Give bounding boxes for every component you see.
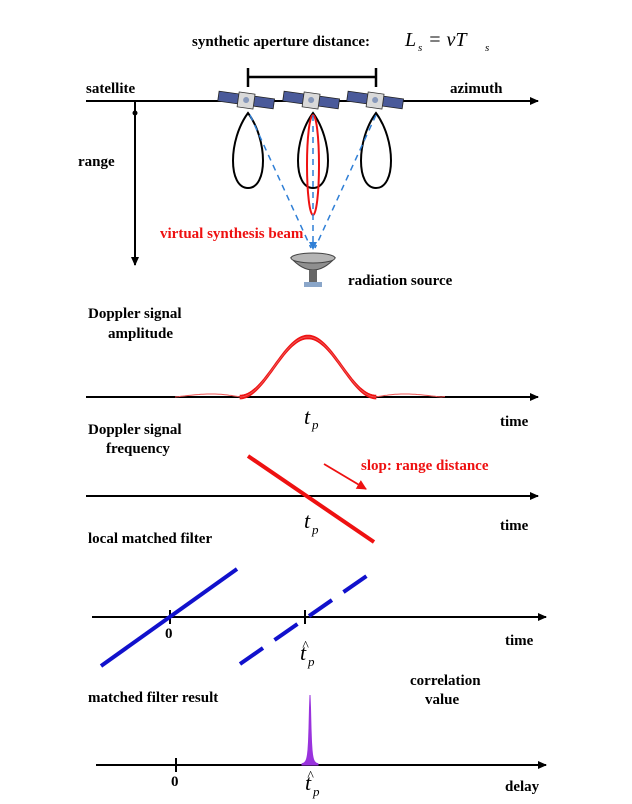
amplitude-sidelobes xyxy=(174,336,446,398)
frequency-label-line2: frequency xyxy=(106,441,170,457)
azimuth-label: azimuth xyxy=(450,81,503,97)
satellite-icon xyxy=(346,90,405,110)
svg-text:t: t xyxy=(305,770,312,795)
tp-hat-label-4: ^ t p xyxy=(305,769,320,799)
time-label-3: time xyxy=(505,633,534,649)
svg-text:s: s xyxy=(485,42,489,54)
svg-text:p: p xyxy=(312,784,320,799)
slope-label: slop: range distance xyxy=(361,458,489,474)
matched-filter-label: local matched filter xyxy=(88,531,212,547)
svg-text:^: ^ xyxy=(302,639,309,654)
source-label: radiation source xyxy=(348,273,453,289)
zero-label-3: 0 xyxy=(165,626,173,642)
range-axis-origin xyxy=(132,110,138,116)
range-label: range xyxy=(78,154,115,170)
svg-text:L: L xyxy=(404,29,416,51)
svg-text:p: p xyxy=(311,417,319,432)
radar-dish-icon xyxy=(289,252,337,287)
result-label: matched filter result xyxy=(88,690,218,706)
svg-text:s: s xyxy=(418,42,422,54)
svg-text:t: t xyxy=(300,640,307,665)
time-label-1: time xyxy=(500,414,529,430)
aperture-bracket xyxy=(246,68,378,87)
satellite-icon xyxy=(282,90,341,110)
filter-line-dashed xyxy=(238,573,370,666)
antenna-beam-center xyxy=(297,111,329,190)
zero-label-4: 0 xyxy=(171,774,179,790)
tp-hat-label-3: ^ t p xyxy=(300,639,315,669)
tp-label-2: t p xyxy=(304,508,319,537)
correlation-label-line1: correlation xyxy=(410,673,481,689)
svg-text:p: p xyxy=(307,654,315,669)
amplitude-label-line2: amplitude xyxy=(108,326,173,342)
slope-arrow xyxy=(323,463,367,490)
svg-text:= vT: = vT xyxy=(428,29,468,51)
svg-text:^: ^ xyxy=(307,769,314,784)
satellite-icon xyxy=(217,90,276,110)
svg-text:p: p xyxy=(311,522,319,537)
amplitude-curve xyxy=(239,334,377,400)
svg-text:t: t xyxy=(304,508,311,533)
frequency-line xyxy=(246,454,376,544)
delay-label: delay xyxy=(505,779,540,795)
time-label-2: time xyxy=(500,518,529,534)
correlation-label-line2: value xyxy=(425,692,460,708)
satellite-label: satellite xyxy=(86,81,135,97)
antenna-beam-right xyxy=(360,111,392,190)
aperture-equation: L s = vT s xyxy=(404,29,489,54)
beam-paths xyxy=(249,114,377,250)
filter-line-solid xyxy=(99,567,239,668)
correlation-peak xyxy=(301,694,319,766)
amplitude-label-line1: Doppler signal xyxy=(88,306,182,322)
tp-label-1: t p xyxy=(304,404,319,432)
beam-label: virtual synthesis beam xyxy=(160,226,304,242)
aperture-label: synthetic aperture distance: xyxy=(192,34,370,50)
frequency-label-line1: Doppler signal xyxy=(88,422,182,438)
svg-text:t: t xyxy=(304,404,311,429)
antenna-beam-left xyxy=(232,111,264,190)
